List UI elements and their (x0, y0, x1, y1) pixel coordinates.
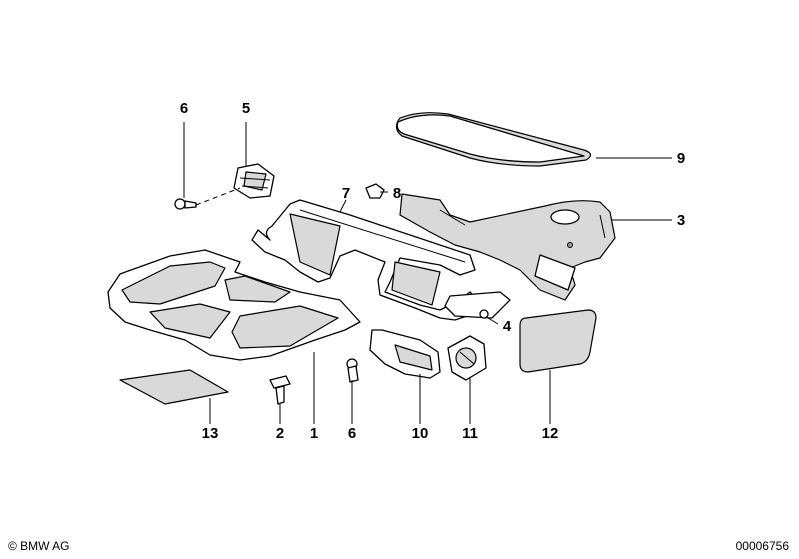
part-4-screw (479, 309, 489, 319)
callout-4: 4 (503, 318, 512, 335)
callout-5: 5 (242, 100, 250, 117)
callout-6-lower: 6 (348, 425, 356, 442)
part-6-screw-upper (174, 198, 197, 210)
callout-12: 12 (542, 425, 559, 442)
callout-6-upper: 6 (180, 100, 188, 117)
part-10-side-bracket (369, 329, 441, 379)
callout-9: 9 (677, 150, 685, 167)
callout-2: 2 (276, 425, 284, 442)
callout-8: 8 (393, 185, 401, 202)
callout-7: 7 (342, 185, 350, 202)
part-8-clip (365, 183, 385, 199)
part-1-floor-carpet (107, 249, 361, 361)
part-13-floor-mat (119, 369, 229, 405)
part-9-shelf-cover (395, 112, 592, 167)
part-2-rivet (269, 375, 291, 405)
part-12-cover-panel (519, 309, 597, 373)
callout-1: 1 (310, 425, 318, 442)
callout-11: 11 (462, 425, 478, 442)
diagram-id-label: 00006756 (735, 539, 789, 553)
part-7-cross-trim (251, 199, 511, 321)
callout-10: 10 (412, 425, 429, 442)
callout-13: 13 (202, 425, 219, 442)
part-3-rear-panel (399, 193, 616, 301)
part-6-screw-lower (346, 358, 359, 383)
part-5-bracket (233, 163, 275, 199)
callout-3: 3 (677, 212, 685, 229)
leader-lines (183, 122, 672, 424)
copyright-label: © BMW AG (8, 539, 70, 553)
part-11-release-handle (447, 335, 487, 381)
